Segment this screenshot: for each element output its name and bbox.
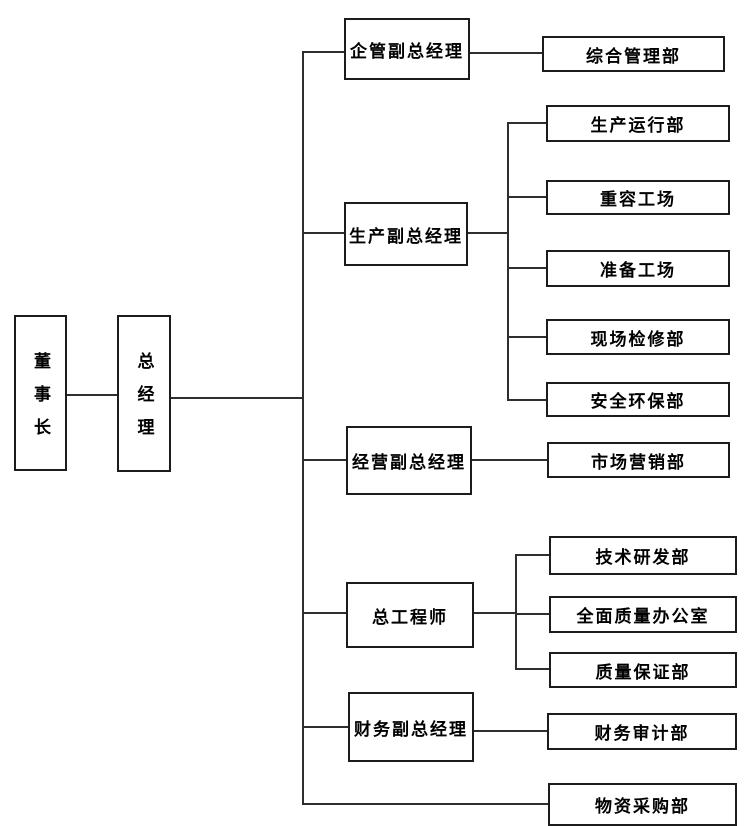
connector-trunk-operations [303,459,346,461]
quality-assurance-dept-box: 质量保证部 [549,652,737,688]
general-manager-label: 总经理 [134,352,154,451]
heavy-vessel-workshop-label: 重容工场 [600,190,676,209]
heavy-vessel-workshop-box: 重容工场 [546,180,730,215]
connector-preparation [508,267,546,269]
deputy-gm-production-box: 生产副总经理 [344,202,468,266]
deputy-gm-enterprise-management-label: 企管副总经理 [350,41,464,61]
preparation-workshop-label: 准备工场 [600,261,676,280]
connector-field-maintenance [508,336,546,338]
field-maintenance-dept-box: 现场检修部 [546,319,730,355]
connector-quality-assurance [516,668,549,670]
safety-environment-dept-box: 安全环保部 [546,382,730,417]
connector-finance-audit [474,730,547,732]
connector-tech-rd [516,554,549,556]
quality-assurance-dept-label: 质量保证部 [595,662,691,682]
connector-chief-engineer-branch [474,612,516,614]
connector-trunk-chief-engineer [303,612,346,614]
tech-rd-dept-label: 技术研发部 [595,548,691,567]
deputy-gm-operations-box: 经营副总经理 [346,426,472,495]
marketing-dept-label: 市场营销部 [591,452,686,472]
deputy-gm-finance-box: 财务副总经理 [348,692,474,762]
chairman-box: 董事长 [14,315,67,471]
connector-production-operation [508,122,546,124]
finance-audit-dept-label: 财务审计部 [594,724,690,743]
connector-operations-marketing [472,459,547,461]
chief-engineer-label: 总工程师 [372,607,448,627]
tech-rd-dept-box: 技术研发部 [549,536,737,575]
total-quality-office-box: 全面质量办公室 [549,596,737,633]
connector-trunk-material-procurement [303,803,548,805]
general-management-dept-label: 综合管理部 [586,46,681,66]
finance-audit-dept-box: 财务审计部 [547,713,737,750]
connector-enterprise-general-management [470,52,542,54]
connector-heavy-vessel [508,196,546,198]
preparation-workshop-box: 准备工场 [546,250,730,287]
production-branch-line [507,122,509,401]
material-procurement-dept-box: 物资采购部 [548,783,737,826]
general-management-dept-box: 综合管理部 [542,36,725,72]
deputy-gm-production-label: 生产副总经理 [349,226,463,246]
connector-chairman-gm [67,394,117,396]
material-procurement-dept-label: 物资采购部 [595,797,690,816]
deputy-gm-finance-label: 财务副总经理 [354,719,468,739]
deputy-gm-enterprise-management-box: 企管副总经理 [344,18,470,80]
general-manager-box: 总经理 [117,315,171,472]
safety-environment-dept-label: 安全环保部 [590,392,686,411]
chairman-label: 董事长 [31,351,50,451]
production-operation-dept-box: 生产运行部 [546,105,730,142]
connector-trunk-production [303,232,344,234]
marketing-dept-box: 市场营销部 [547,442,730,478]
connector-safety-environment [508,399,546,401]
field-maintenance-dept-label: 现场检修部 [590,329,686,349]
engineer-branch-line [515,554,517,670]
connector-production-branch [468,232,508,234]
trunk-line [302,51,304,805]
connector-trunk-enterprise [303,51,344,53]
connector-gm-trunk [171,397,303,399]
total-quality-office-label: 全面质量办公室 [576,607,710,626]
chief-engineer-box: 总工程师 [346,582,474,648]
production-operation-dept-label: 生产运行部 [590,116,686,135]
connector-trunk-finance [303,726,348,728]
deputy-gm-operations-label: 经营副总经理 [352,453,466,472]
connector-total-quality [516,613,549,615]
